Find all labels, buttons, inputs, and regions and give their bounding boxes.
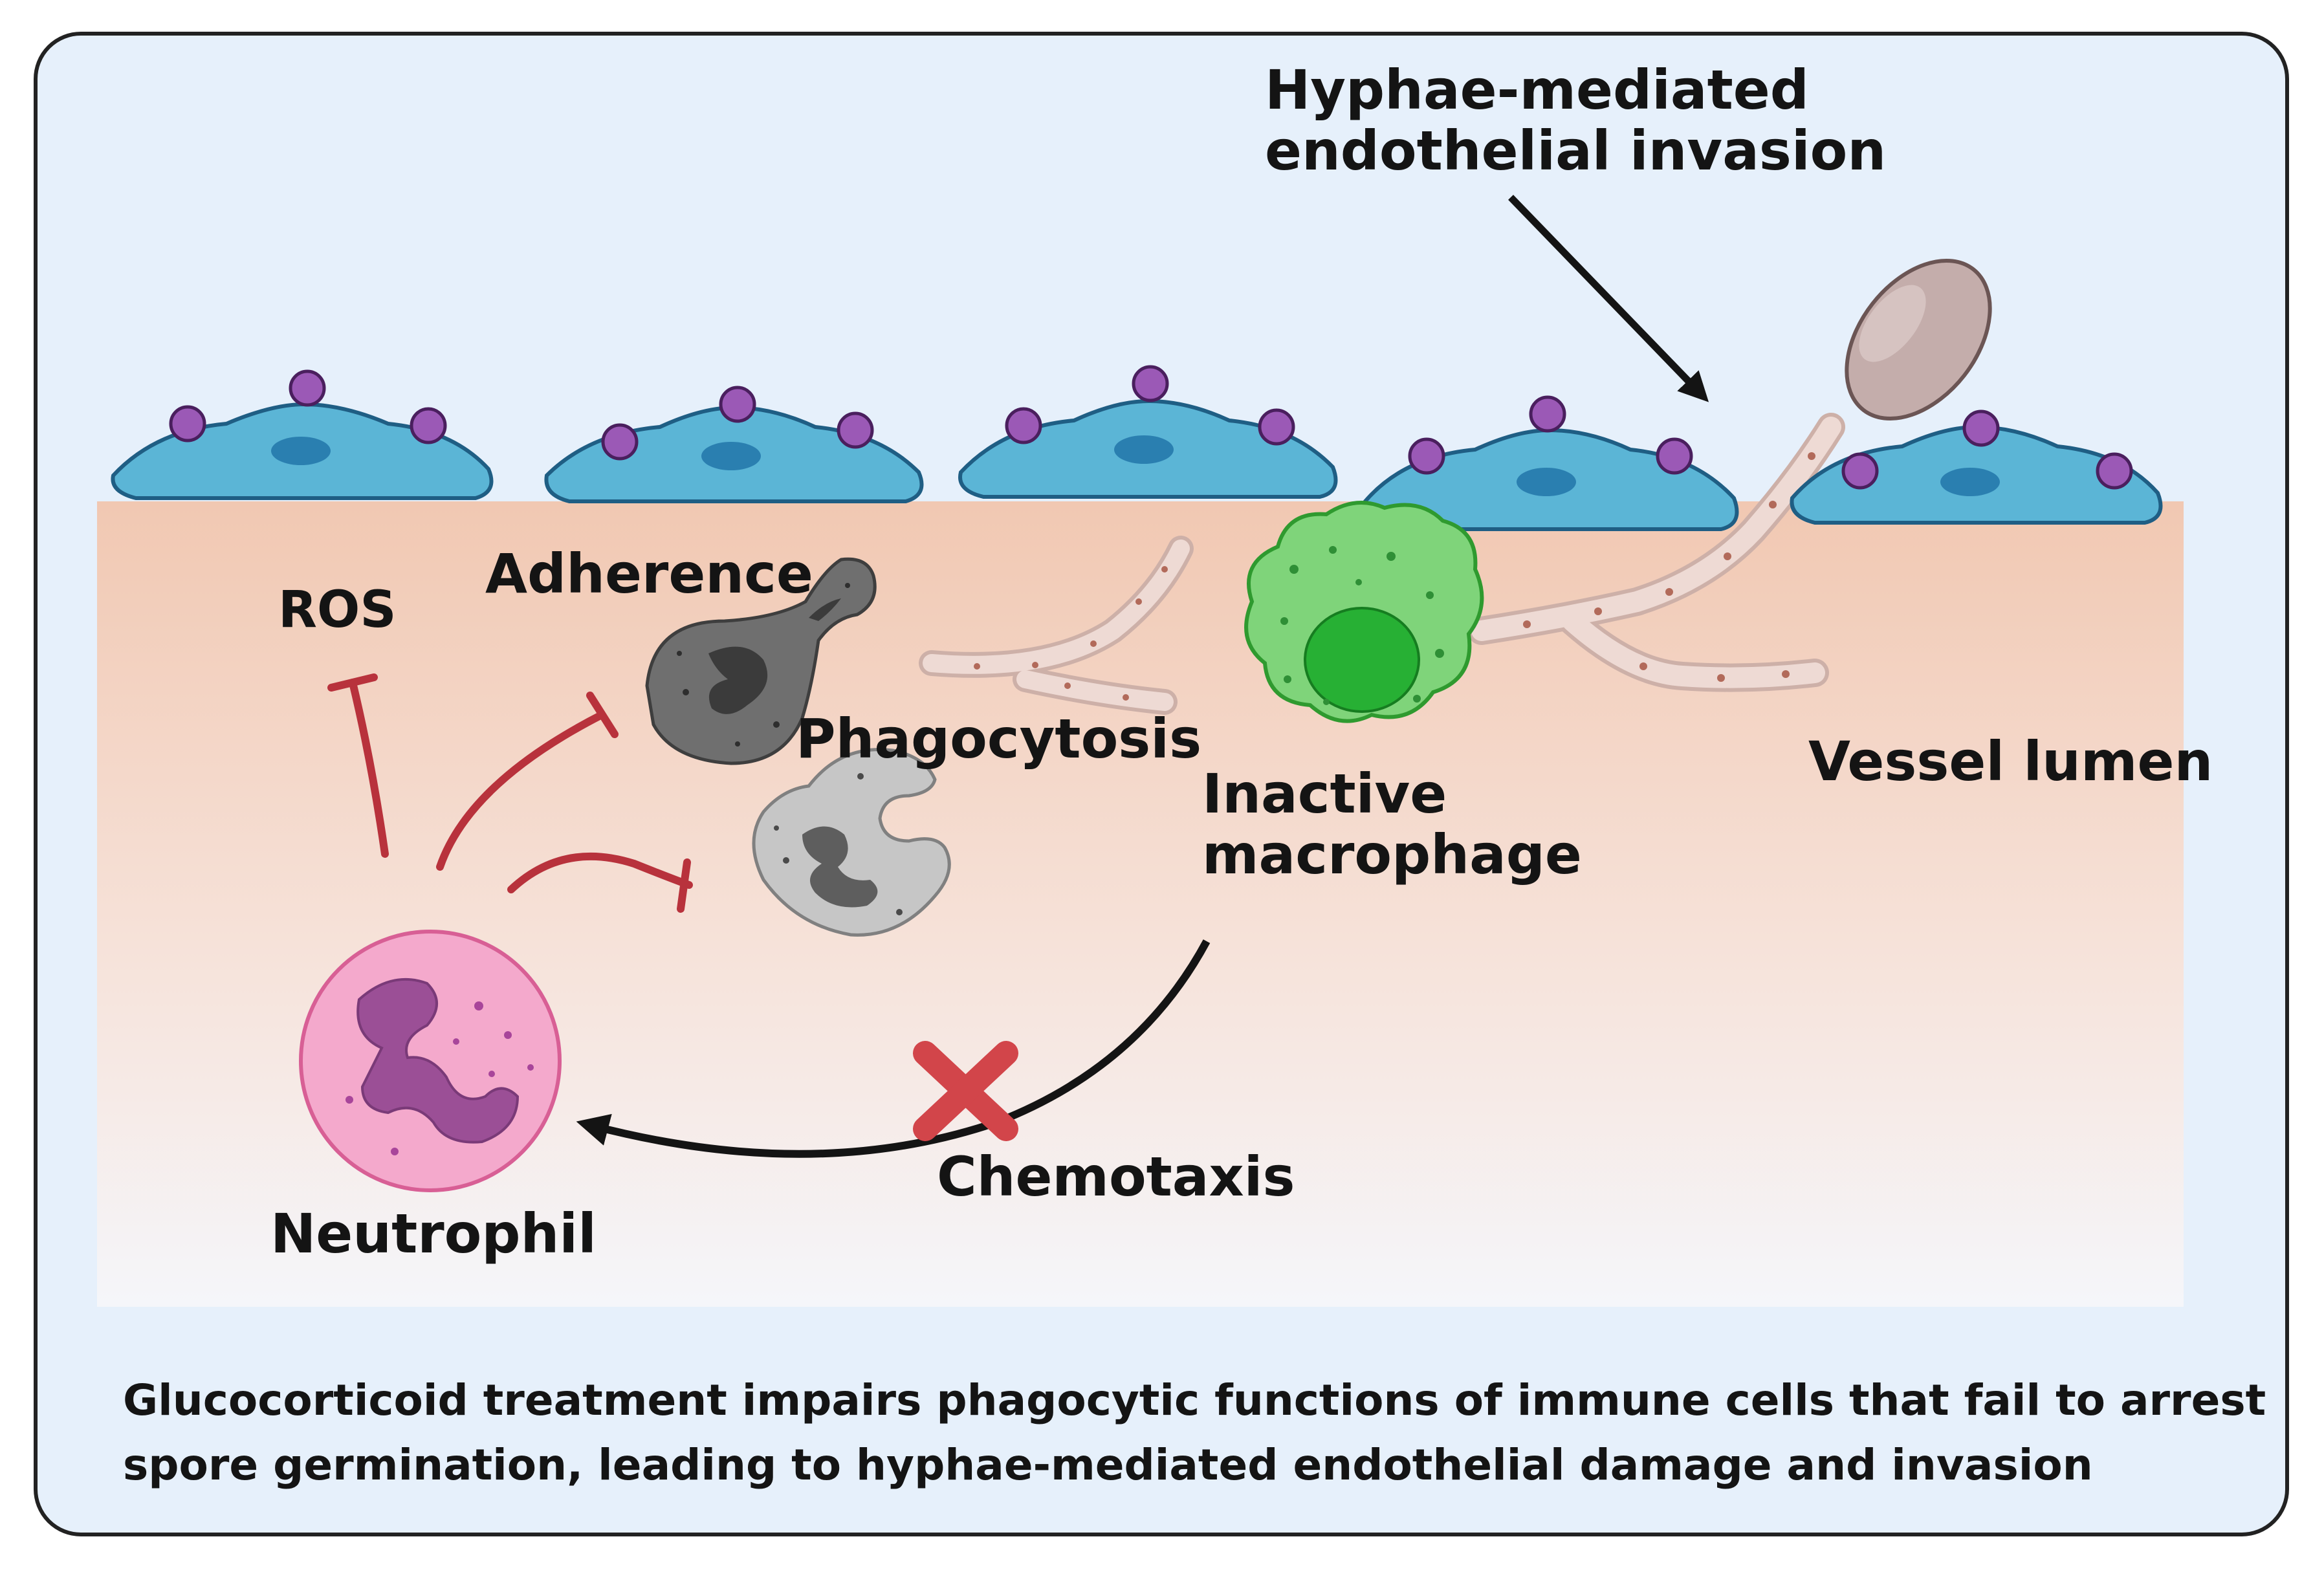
endothelial-cell: [1363, 395, 1739, 531]
endothelial-cell: [958, 365, 1338, 499]
hyphae-invasion-line-1: Hyphae-mediated: [1265, 58, 1809, 122]
phagocyte-cell-icon: [752, 748, 951, 937]
caption-line-2: spore germination, leading to hyphae-med…: [123, 1440, 2093, 1490]
figure-caption: Glucocorticoid treatment impairs phagocy…: [123, 1368, 2266, 1498]
inactive-macrophage-icon: [1244, 501, 1484, 723]
inactive-macrophage-line-1: Inactive: [1202, 762, 1447, 825]
inhibition-arrow-adherence: [436, 711, 606, 871]
endothelial-cell: [1790, 409, 2163, 525]
neutrophil-label: Neutrophil: [270, 1202, 597, 1265]
vessel-lumen-label: Vessel lumen: [1808, 730, 2213, 793]
inhibition-arrow-ros: [349, 679, 389, 858]
endothelial-cell: [544, 386, 924, 503]
fungal-spore-icon: [1845, 258, 1992, 421]
neutrophil-icon: [299, 930, 562, 1192]
adherence-cell-icon: [645, 557, 877, 765]
phagocytosis-label: Phagocytosis: [796, 707, 1202, 770]
chemotaxis-arrow: [576, 939, 1211, 1158]
macrophage-granules: [1280, 546, 1444, 705]
inactive-macrophage-label: Inactive macrophage: [1202, 763, 1582, 885]
hyphae-invasion-label: Hyphae-mediated endothelial invasion: [1265, 60, 1886, 181]
endothelial-layer: [111, 365, 2163, 531]
block-cross-icon: [913, 1041, 1018, 1141]
caption-line-1: Glucocorticoid treatment impairs phagocy…: [123, 1375, 2266, 1425]
inhibition-arrow-phagocytosis: [507, 852, 693, 893]
ros-label: ROS: [278, 581, 397, 639]
inactive-macrophage-line-2: macrophage: [1202, 823, 1582, 887]
hypha-left-inner: [923, 540, 1190, 711]
hypha-dots: [974, 452, 1815, 701]
chemotaxis-label: Chemotaxis: [937, 1145, 1295, 1208]
endothelial-cell: [111, 369, 494, 500]
hyphae-group: [919, 413, 1845, 715]
hyphae-invasion-line-2: endothelial invasion: [1265, 119, 1887, 183]
hypha-right-inner: [1471, 417, 1841, 688]
inhibition-arrows: [327, 673, 693, 913]
adherence-label: Adherence: [485, 542, 813, 606]
invasion-arrow: [1508, 195, 1709, 402]
